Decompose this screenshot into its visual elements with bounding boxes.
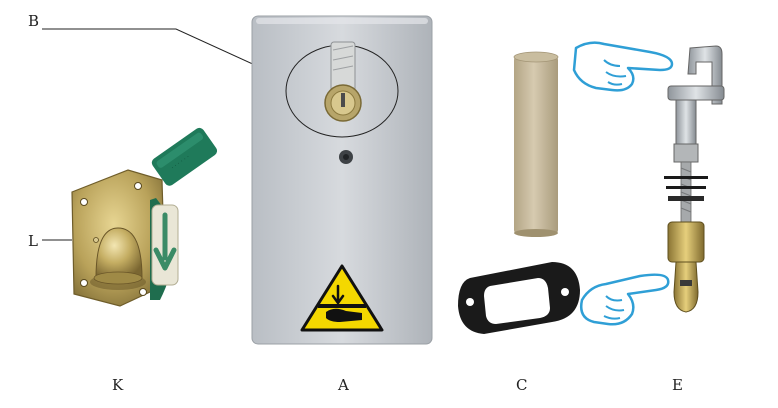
part-label-e: E: [672, 376, 683, 394]
callout-label-b: B: [28, 12, 40, 30]
callout-label-l: L: [28, 232, 38, 250]
part-k-bracket: · · · · · ·: [71, 127, 218, 307]
pointing-hand-icon: [572, 41, 674, 92]
part-c-tube: [513, 51, 559, 237]
part-label-c: C: [516, 376, 528, 394]
part-e-bolt: [664, 45, 725, 313]
pointing-hand-icon: [580, 273, 670, 326]
part-c-gasket: [458, 262, 580, 334]
part-label-a: A: [338, 376, 349, 394]
part-label-k: K: [112, 376, 124, 394]
part-a-housing: [251, 15, 433, 345]
crush-hazard-icon: [318, 284, 366, 322]
